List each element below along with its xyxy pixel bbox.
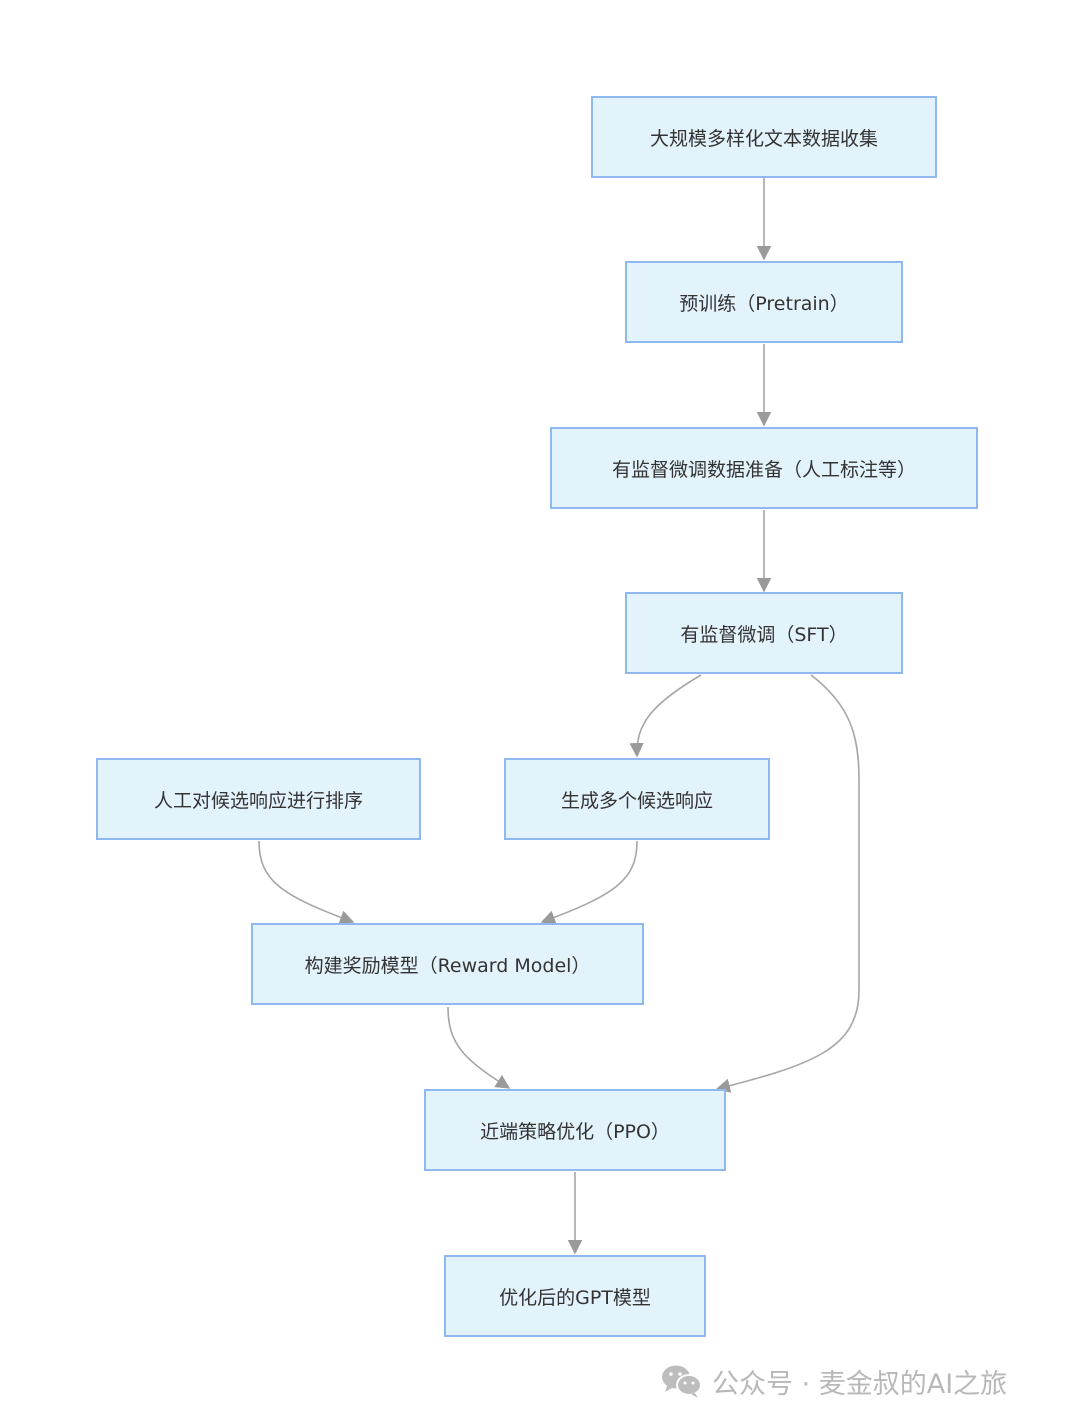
- wechat-icon: [662, 1365, 702, 1398]
- node-sft: 有监督微调（SFT）: [625, 592, 903, 674]
- edge-reward-to-ppo: [447, 1006, 511, 1089]
- edge-generate-to-reward: [540, 840, 638, 925]
- node-final-model-label: 优化后的GPT模型: [499, 1286, 651, 1309]
- node-pretrain-label: 预训练（Pretrain）: [679, 292, 849, 315]
- node-reward-model: 构建奖励模型（Reward Model）: [251, 923, 644, 1005]
- edge-rank-to-reward: [258, 840, 355, 925]
- node-ppo-label: 近端策略优化（PPO）: [480, 1120, 670, 1143]
- node-data-collection-label: 大规模多样化文本数据收集: [649, 127, 878, 150]
- node-final-model: 优化后的GPT模型: [444, 1255, 706, 1337]
- node-pretrain: 预训练（Pretrain）: [625, 261, 903, 343]
- node-ppo: 近端策略优化（PPO）: [424, 1089, 726, 1171]
- node-generate-candidates-label: 生成多个候选响应: [560, 789, 713, 812]
- watermark-text: 公众号 · 麦金叔的AI之旅: [712, 1368, 1008, 1400]
- node-human-ranking-label: 人工对候选响应进行排序: [153, 789, 363, 812]
- node-reward-model-label: 构建奖励模型（Reward Model）: [304, 954, 591, 977]
- node-human-ranking: 人工对候选响应进行排序: [96, 758, 421, 840]
- node-sft-data-prep: 有监督微调数据准备（人工标注等）: [550, 427, 978, 509]
- node-sft-label: 有监督微调（SFT）: [680, 623, 848, 646]
- node-data-collection: 大规模多样化文本数据收集: [591, 96, 937, 178]
- node-generate-candidates: 生成多个候选响应: [504, 758, 770, 840]
- edge-sft-to-ppo: [715, 674, 860, 1093]
- watermark: 公众号 · 麦金叔的AI之旅: [660, 1358, 1060, 1404]
- edge-sft-to-generate: [629, 674, 702, 758]
- node-sft-data-prep-label: 有监督微调数据准备（人工标注等）: [611, 458, 916, 481]
